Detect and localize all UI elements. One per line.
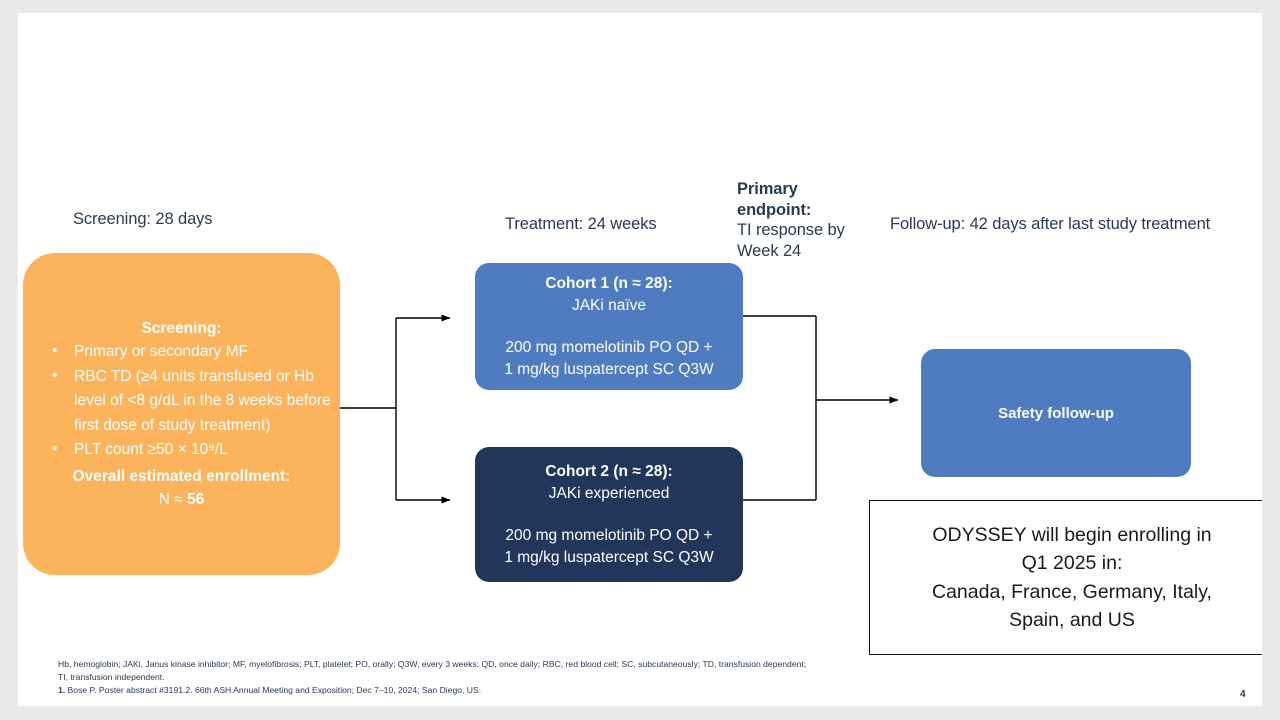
enrollment-value-prefix: N ≈ bbox=[158, 490, 188, 508]
screening-criteria-box: Screening: Primary or secondary MF RBC T… bbox=[23, 253, 340, 575]
footnote-abbreviations-line1: Hb, hemoglobin; JAKi, Janus kinase inhib… bbox=[58, 659, 807, 669]
safety-followup-label: Safety follow-up bbox=[998, 404, 1114, 422]
stage-label-followup: Follow-up: 42 days after last study trea… bbox=[890, 215, 1211, 233]
list-item: Primary or secondary MF bbox=[52, 339, 341, 364]
cohort-2-regimen-line2: 1 mg/kg luspatercept SC Q3W bbox=[504, 548, 714, 566]
cohort-1-title: Cohort 1 (n ≈ 28): bbox=[545, 274, 673, 292]
stage-label-screening: Screening: 28 days bbox=[73, 210, 213, 228]
primary-endpoint-heading-line2: endpoint: bbox=[737, 200, 812, 219]
page-number: 4 bbox=[1240, 689, 1246, 700]
cohort-2-subtitle: JAKi experienced bbox=[548, 484, 670, 502]
cohort-2-title: Cohort 2 (n ≈ 28): bbox=[545, 462, 673, 480]
odyssey-enrollment-note-box: ODYSSEY will begin enrolling in Q1 2025 … bbox=[869, 500, 1262, 655]
footnote-reference-number: 1. bbox=[58, 685, 66, 696]
slide-canvas: Screening: 28 days Treatment: 24 weeks F… bbox=[18, 13, 1262, 706]
enrollment-value-number: 56 bbox=[187, 490, 205, 508]
footnotes: Hb, hemoglobin; JAKi, Janus kinase inhib… bbox=[58, 658, 1108, 697]
list-item: PLT count ≥50 × 10⁹/L bbox=[52, 437, 341, 462]
odyssey-note-line3: Canada, France, Germany, Italy, bbox=[932, 580, 1212, 603]
primary-endpoint-heading-line1: Primary bbox=[737, 180, 798, 198]
stage-label-treatment: Treatment: 24 weeks bbox=[505, 215, 657, 233]
screening-box-title: Screening: bbox=[141, 319, 222, 337]
odyssey-note-line1: ODYSSEY will begin enrolling in bbox=[932, 523, 1212, 546]
list-item: RBC TD (≥4 units transfused or Hb level … bbox=[52, 364, 341, 438]
cohort-1-regimen-line2: 1 mg/kg luspatercept SC Q3W bbox=[504, 360, 714, 378]
odyssey-note-text: ODYSSEY will begin enrolling in Q1 2025 … bbox=[924, 521, 1220, 635]
cohort-1-subtitle: JAKi naïve bbox=[571, 296, 647, 314]
cohort-2-box: Cohort 2 (n ≈ 28): JAKi experienced 200 … bbox=[475, 447, 743, 582]
footnote-reference-text: Bose P. Poster abstract #3191.2. 66th AS… bbox=[65, 685, 482, 696]
odyssey-note-line4: Spain, and US bbox=[1009, 608, 1135, 631]
footnote-reference: 1. Bose P. Poster abstract #3191.2. 66th… bbox=[58, 684, 1108, 697]
cohort-1-box: Cohort 1 (n ≈ 28): JAKi naïve 200 mg mom… bbox=[475, 263, 743, 390]
cohort-2-regimen: 200 mg momelotinib PO QD + 1 mg/kg luspa… bbox=[504, 525, 713, 569]
cohort-1-regimen: 200 mg momelotinib PO QD + 1 mg/kg luspa… bbox=[504, 337, 713, 381]
primary-endpoint-body-line1: TI response by bbox=[737, 221, 845, 240]
safety-followup-box: Safety follow-up bbox=[921, 349, 1191, 477]
cohort-2-regimen-line1: 200 mg momelotinib PO QD + bbox=[505, 526, 713, 544]
cohort-1-regimen-line1: 200 mg momelotinib PO QD + bbox=[505, 338, 713, 356]
primary-endpoint-body-line2: Week 24 bbox=[737, 241, 802, 260]
primary-endpoint-callout: Primary endpoint: TI response by Week 24 bbox=[737, 179, 867, 262]
odyssey-note-line2: Q1 2025 in: bbox=[1021, 552, 1123, 575]
enrollment-label: Overall estimated enrollment: bbox=[72, 467, 291, 485]
screening-criteria-list: Primary or secondary MF RBC TD (≥4 units… bbox=[22, 339, 341, 462]
footnote-abbreviations-line2: TI, transfusion independent. bbox=[58, 672, 165, 683]
enrollment-value: N ≈ 56 bbox=[159, 488, 205, 511]
